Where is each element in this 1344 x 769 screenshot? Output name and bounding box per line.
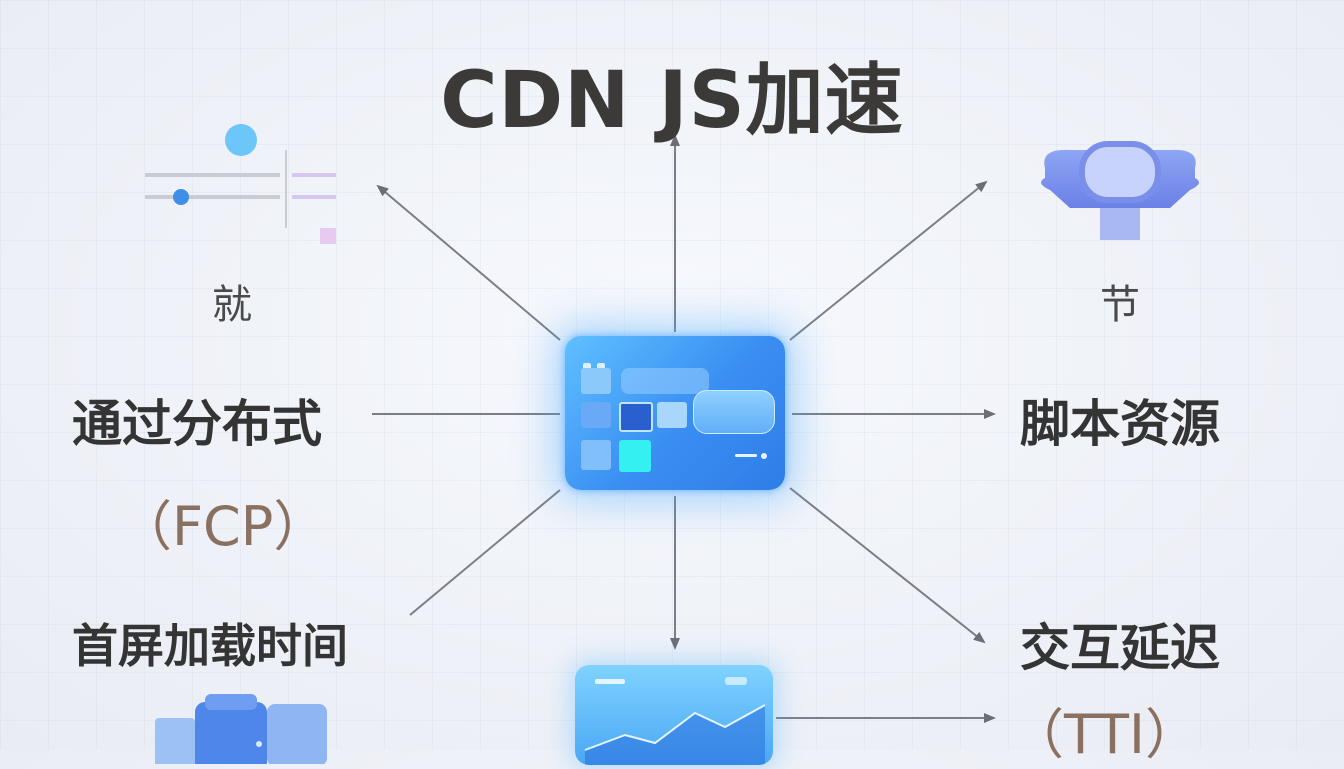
server-box-icon [155,694,327,764]
label-right-2: 交互延迟 [1020,619,1220,677]
connector-lines [372,134,996,723]
line-lower-left [409,489,561,616]
arrow-lower-right [789,487,986,644]
page-title: CDN JS加速 [440,56,904,146]
arrow-upper-right [789,180,988,341]
arrow-upper-left [376,184,561,341]
chart-panel-icon [575,665,773,765]
ring-device-icon [1041,141,1199,240]
slider-lines-icon [145,124,336,244]
label-left-2: （FCP） [118,495,328,558]
label-top-right: 节 [1100,282,1140,328]
label-left-1: 通过分布式 [72,395,322,453]
dashboard-panel-icon [565,336,785,490]
label-right-3: （TTI） [1010,703,1199,766]
label-left-3: 首屏加载时间 [72,619,348,673]
label-top-left: 就 [212,282,252,328]
label-right-1: 脚本资源 [1020,395,1220,453]
